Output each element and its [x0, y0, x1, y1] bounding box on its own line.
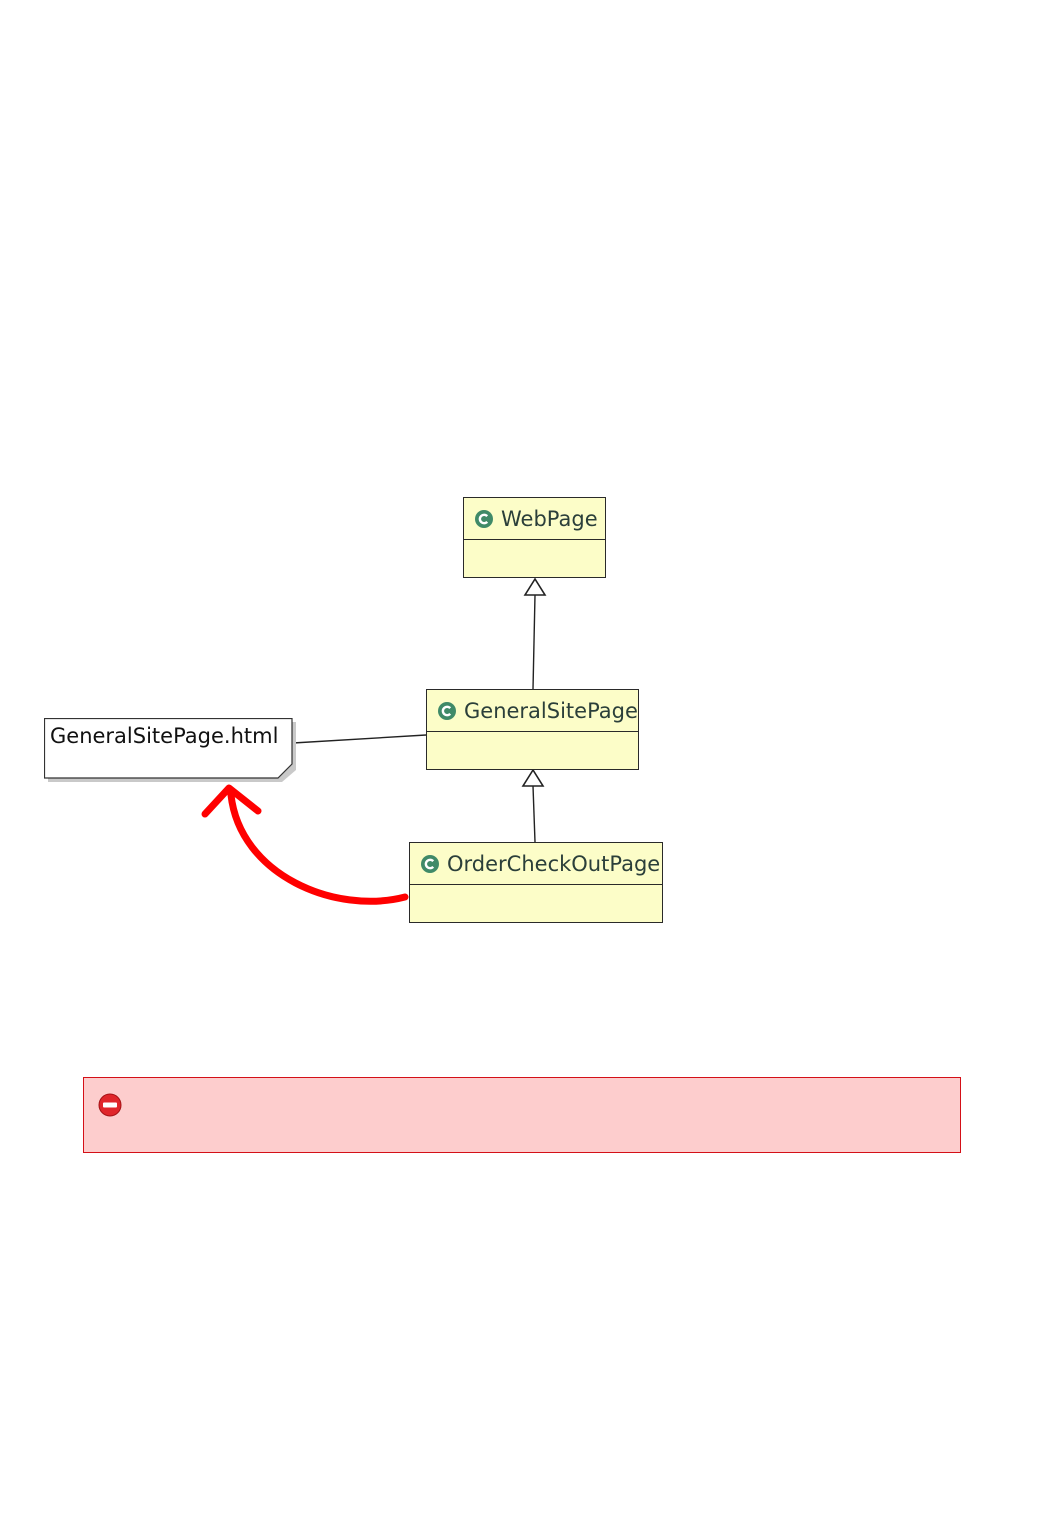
class-name: WebPage [501, 506, 598, 531]
html-file-node[interactable]: GeneralSitePage.html [44, 718, 296, 782]
inheritance-arrowhead-webpage [523, 577, 547, 596]
class-webpage[interactable]: WebPage [463, 497, 606, 578]
inheritance-arrowhead-generalsitepage [521, 768, 545, 787]
red-arrowhead [201, 784, 262, 818]
html-file-name: GeneralSitePage.html [50, 724, 279, 748]
class-name: GeneralSitePage [464, 698, 638, 723]
class-icon [438, 701, 456, 720]
class-generalsitepage[interactable]: GeneralSitePage [426, 689, 639, 770]
class-ordercheckoutpage-header: OrderCheckOutPage [410, 843, 662, 885]
class-ordercheckoutpage[interactable]: OrderCheckOutPage [409, 842, 663, 923]
stop-icon [98, 1093, 122, 1117]
error-alert-box [83, 1077, 961, 1153]
association-line-html-to-general [292, 734, 427, 744]
class-generalsitepage-header: GeneralSitePage [427, 690, 638, 732]
class-icon [421, 854, 439, 873]
file-note-shape [44, 718, 296, 782]
class-webpage-header: WebPage [464, 498, 605, 540]
class-name: OrderCheckOutPage [447, 851, 661, 876]
red-curved-arrow [227, 791, 409, 905]
inheritance-line-general-to-webpage [532, 594, 536, 690]
inheritance-line-order-to-general [532, 785, 536, 843]
class-icon [475, 509, 493, 528]
